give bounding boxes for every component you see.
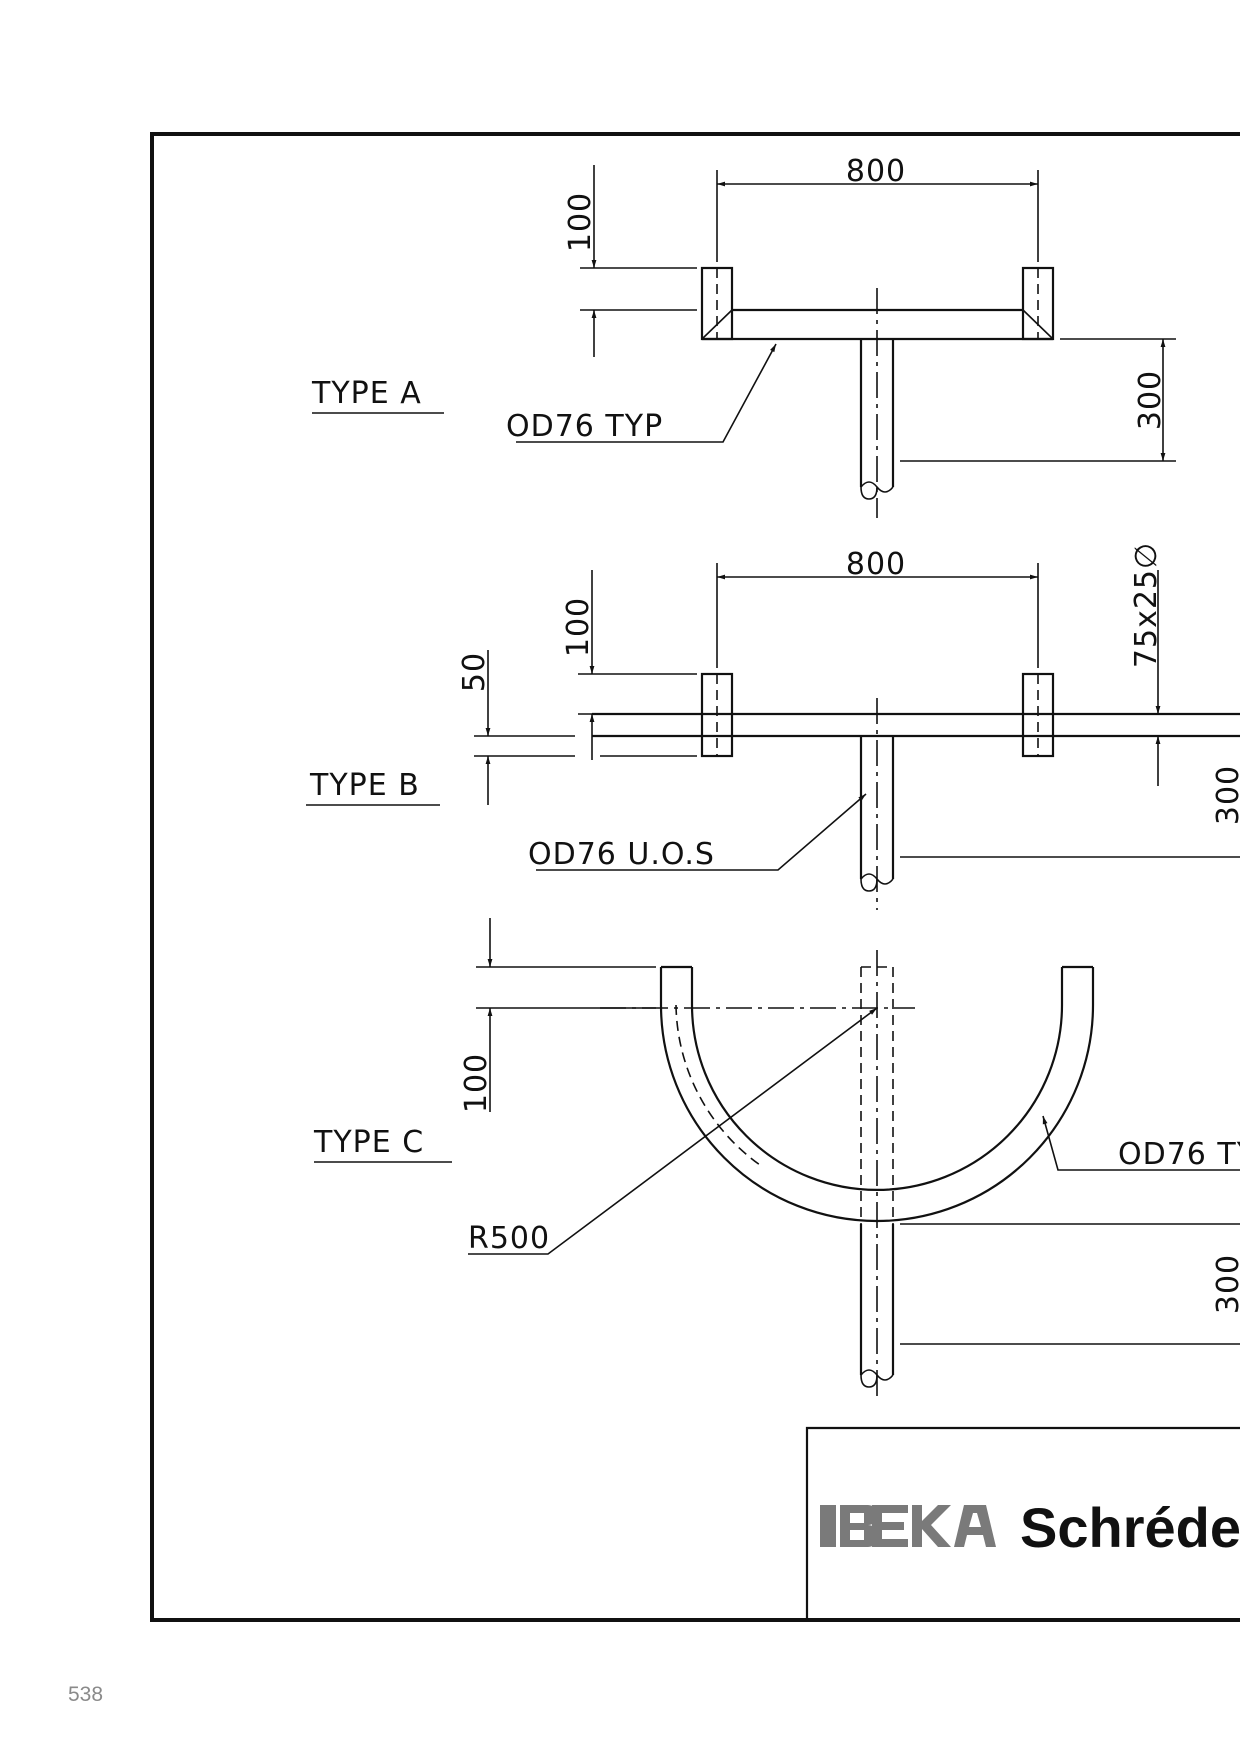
type-b-label: TYPE B [309, 768, 420, 803]
title-block: Schréder [805, 1426, 1240, 1620]
page-number: 538 [68, 1683, 104, 1706]
type-a-riser-dim: 100 [563, 192, 598, 252]
type-c-label: TYPE C [313, 1125, 424, 1160]
type-b-riser-dim: 100 [561, 597, 596, 657]
type-a-width-dim: 800 [846, 154, 906, 189]
type-c-u-bow-inner [690, 967, 1064, 1192]
type-b-flat-dim: 75x25∅ [1129, 542, 1164, 668]
type-b-stem-dim: 300 [1211, 765, 1240, 825]
type-a-label: TYPE A [311, 376, 422, 411]
title-block-border [805, 1426, 1240, 1620]
type-b-bracket: TYPE B 800 100 50 [306, 542, 1240, 910]
type-a-bracket: TYPE A 800 100 300 OD76 TYP [311, 154, 1176, 518]
drawing-border [150, 132, 1240, 1622]
type-a-tube-callout: OD76 TYP [506, 409, 663, 444]
type-c-bracket: TYPE C 100 300 R500 OD76 TYP [313, 918, 1240, 1402]
beka-logo: Schréder [820, 1496, 1240, 1559]
type-b-width-dim: 800 [846, 547, 906, 582]
type-c-tube-callout: OD76 TYP [1118, 1137, 1240, 1172]
type-b-bar-dim: 50 [457, 652, 492, 692]
type-b-tube-callout: OD76 U.O.S [528, 837, 715, 872]
type-c-radius-callout: R500 [468, 1221, 550, 1256]
schreder-logo-text: Schréder [1020, 1496, 1240, 1559]
type-c-stem-dim: 300 [1211, 1254, 1240, 1314]
type-a-stem-dim: 300 [1133, 370, 1168, 430]
type-c-riser-dim: 100 [459, 1053, 494, 1113]
